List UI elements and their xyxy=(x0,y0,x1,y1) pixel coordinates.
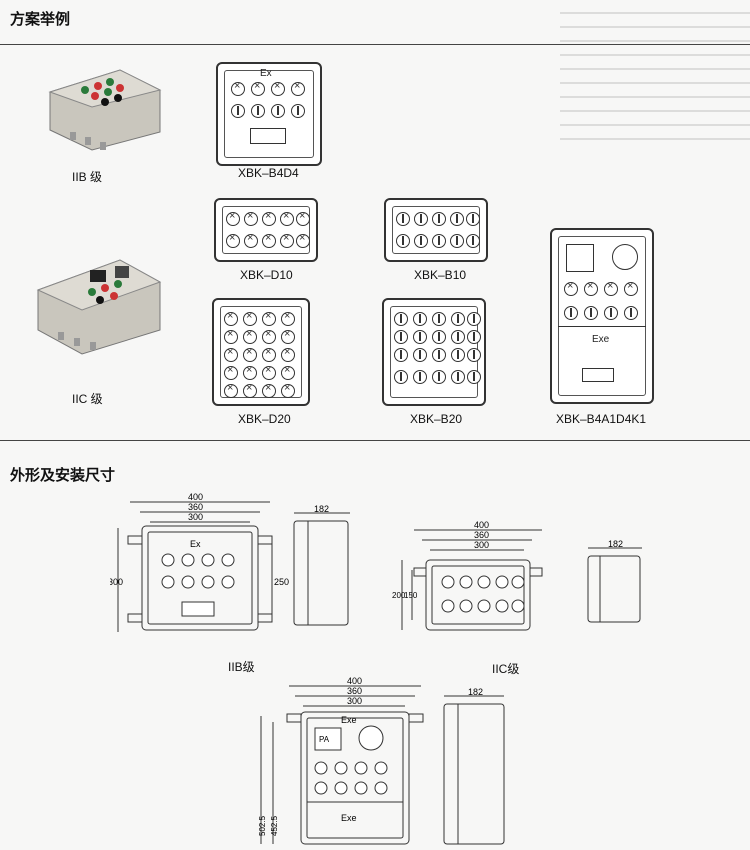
pa-label: PA xyxy=(319,735,330,744)
iib-label: IIB级 xyxy=(228,660,255,674)
iic-dim-300: 300 xyxy=(474,540,489,550)
bottom-exe-bottom: Exe xyxy=(341,813,357,823)
dim-h250: 250 xyxy=(274,577,289,587)
section-title-examples: 方案举例 xyxy=(10,10,71,28)
xbk-d10-label: XBK–D10 xyxy=(240,268,293,282)
xbk-b4a1d4k1-label: XBK–B4A1D4K1 xyxy=(556,412,647,426)
photo-iic-label: IIC 级 xyxy=(72,392,103,406)
xbk-b4d4-label: XBK–B4D4 xyxy=(238,166,299,180)
iic-dimension-drawing: 400 360 300 200 150 xyxy=(392,520,543,631)
bottom-dim-360: 360 xyxy=(347,686,362,696)
dim-502-5: 502.5 xyxy=(258,815,267,836)
dim-h300: 300 xyxy=(110,577,123,587)
b4a1d4k1-dimension-drawing: Exe PA Exe 400 360 300 502.5 452.5 xyxy=(258,676,424,845)
iic-dim-360: 360 xyxy=(474,530,489,540)
xbk-b10-drawing xyxy=(384,198,488,262)
iic-side-drawing: 182 xyxy=(587,540,642,623)
bottom-side-dim-182: 182 xyxy=(468,688,483,697)
photo-iib-label: IIB 级 xyxy=(72,170,103,184)
dim-400: 400 xyxy=(188,492,203,502)
dim-300: 300 xyxy=(188,512,203,522)
xbk-d10-drawing xyxy=(214,198,318,262)
xbk-d20-drawing xyxy=(212,298,310,406)
section-title-dimensions: 外形及安装尺寸 xyxy=(10,466,116,484)
iic-dim-h200: 200 xyxy=(392,591,406,600)
iib-side-drawing: 182 xyxy=(293,505,350,626)
xbk-b20-label: XBK–B20 xyxy=(410,412,463,426)
bottom-dim-400: 400 xyxy=(347,676,362,686)
dim-360: 360 xyxy=(188,502,203,512)
exe-marking: Exe xyxy=(592,334,610,345)
iib-ex-marking: Ex xyxy=(190,539,201,549)
xbk-b20-drawing xyxy=(382,298,486,406)
iic-label: IIC级 xyxy=(492,662,520,676)
product-photo-iib xyxy=(48,69,162,151)
iib-dimension-drawing: Ex 400 360 300 300 250 xyxy=(110,492,289,632)
bottom-dim-300: 300 xyxy=(347,696,362,706)
bottom-side-drawing: 182 xyxy=(443,688,505,845)
iic-dim-400: 400 xyxy=(474,520,489,530)
xbk-b10-label: XBK–B10 xyxy=(414,268,467,282)
divider xyxy=(0,440,750,441)
iic-side-dim-182: 182 xyxy=(608,540,623,549)
xbk-d20-label: XBK–D20 xyxy=(238,412,291,426)
xbk-b4d4-drawing: Ex xyxy=(216,62,322,166)
bottom-exe-top: Exe xyxy=(341,715,357,725)
xbk-b4a1d4k1-drawing: Exe xyxy=(550,228,654,404)
divider xyxy=(0,44,750,45)
product-photo-iic xyxy=(36,259,162,355)
dim-452-5: 452.5 xyxy=(270,815,279,836)
side-dim-182: 182 xyxy=(314,505,329,514)
ex-marking: Ex xyxy=(260,68,272,79)
iic-dim-h150: 150 xyxy=(404,591,418,600)
